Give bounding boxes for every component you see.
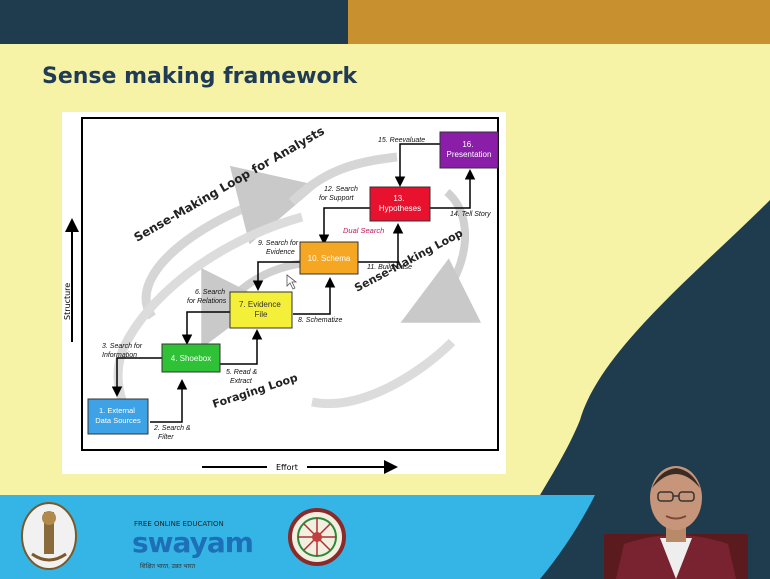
node-external-data-sources xyxy=(87,398,149,435)
node-evidence-file-label: 7. Evidence File xyxy=(239,300,283,319)
node-hypotheses xyxy=(369,186,431,222)
node-external-data-sources-label: 1. External Data Sources xyxy=(95,406,141,425)
step-tell-story: 14. Tell Story xyxy=(450,211,491,218)
arrow-reevaluate xyxy=(394,143,440,187)
mouse-cursor-icon xyxy=(286,274,298,290)
node-presentation xyxy=(439,131,499,169)
step-search-relations: 6. Search for Relations xyxy=(187,289,227,305)
diagram-figure: Sense-Making Loop for Analysts Sense-Mak… xyxy=(62,112,506,474)
step-read-extract: 5. Read & Extract xyxy=(226,369,259,385)
node-shoebox xyxy=(161,343,221,373)
step-search-support: 12. Search for Support xyxy=(319,186,360,202)
arrow-search-relations xyxy=(181,311,230,345)
arrow-search-evidence xyxy=(252,261,300,291)
node-hypotheses-label: 13. Hypotheses xyxy=(379,194,421,213)
step-schematize: 8. Schematize xyxy=(298,317,342,324)
sensemaking-diagram: Sense-Making Loop for Analysts Sense-Mak… xyxy=(63,117,499,474)
swayam-logo: FREE ONLINE EDUCATION swayam शिक्षित भार… xyxy=(126,520,254,572)
swayam-wordmark: swayam xyxy=(132,526,254,559)
step-search-evidence: 9. Search for Evidence xyxy=(258,240,300,256)
step-search-filter: 2. Search & Filter xyxy=(153,425,193,441)
grey-loop-arrow xyxy=(288,152,398,206)
node-evidence-file xyxy=(229,291,293,329)
step-reevaluate: 15. Reevaluate xyxy=(378,137,425,144)
top-bar-right xyxy=(348,0,770,44)
arrow-search-filter xyxy=(150,379,188,423)
node-schema-label: 10. Schema xyxy=(308,254,351,263)
arrow-tell-story xyxy=(430,169,476,209)
top-bar-left xyxy=(0,0,348,44)
arrow-read-extract xyxy=(220,329,263,365)
iit-emblem-icon xyxy=(21,502,77,570)
arrow-build-case xyxy=(358,223,404,263)
swayam-subtitle: शिक्षित भारत, उन्नत भारत xyxy=(140,564,195,570)
arrow-search-support xyxy=(318,207,370,245)
teal-curve xyxy=(495,200,770,579)
grey-loop-arrow xyxy=(311,338,456,408)
step-search-information: 3. Search for Information xyxy=(102,343,144,359)
grey-loop-arrow xyxy=(141,165,319,320)
node-presentation-label: 16. Presentation xyxy=(447,140,492,159)
node-shoebox-label: 4. Shoebox xyxy=(171,354,211,363)
slide-title: Sense making framework xyxy=(42,64,358,89)
arrow-search-information xyxy=(111,357,162,397)
node-schema xyxy=(299,241,359,275)
nptel-logo-icon xyxy=(288,508,346,566)
y-axis-label: Structure xyxy=(63,283,72,320)
step-build-case: 11. Build Case xyxy=(367,264,412,271)
presenter-video xyxy=(604,466,748,579)
arrow-schematize xyxy=(293,277,336,315)
x-axis-label: Effort xyxy=(276,463,298,472)
dual-search-label: Dual Search xyxy=(343,226,384,235)
swayam-tagline: FREE ONLINE EDUCATION xyxy=(134,520,224,528)
grey-loop-arrow xyxy=(400,188,482,323)
